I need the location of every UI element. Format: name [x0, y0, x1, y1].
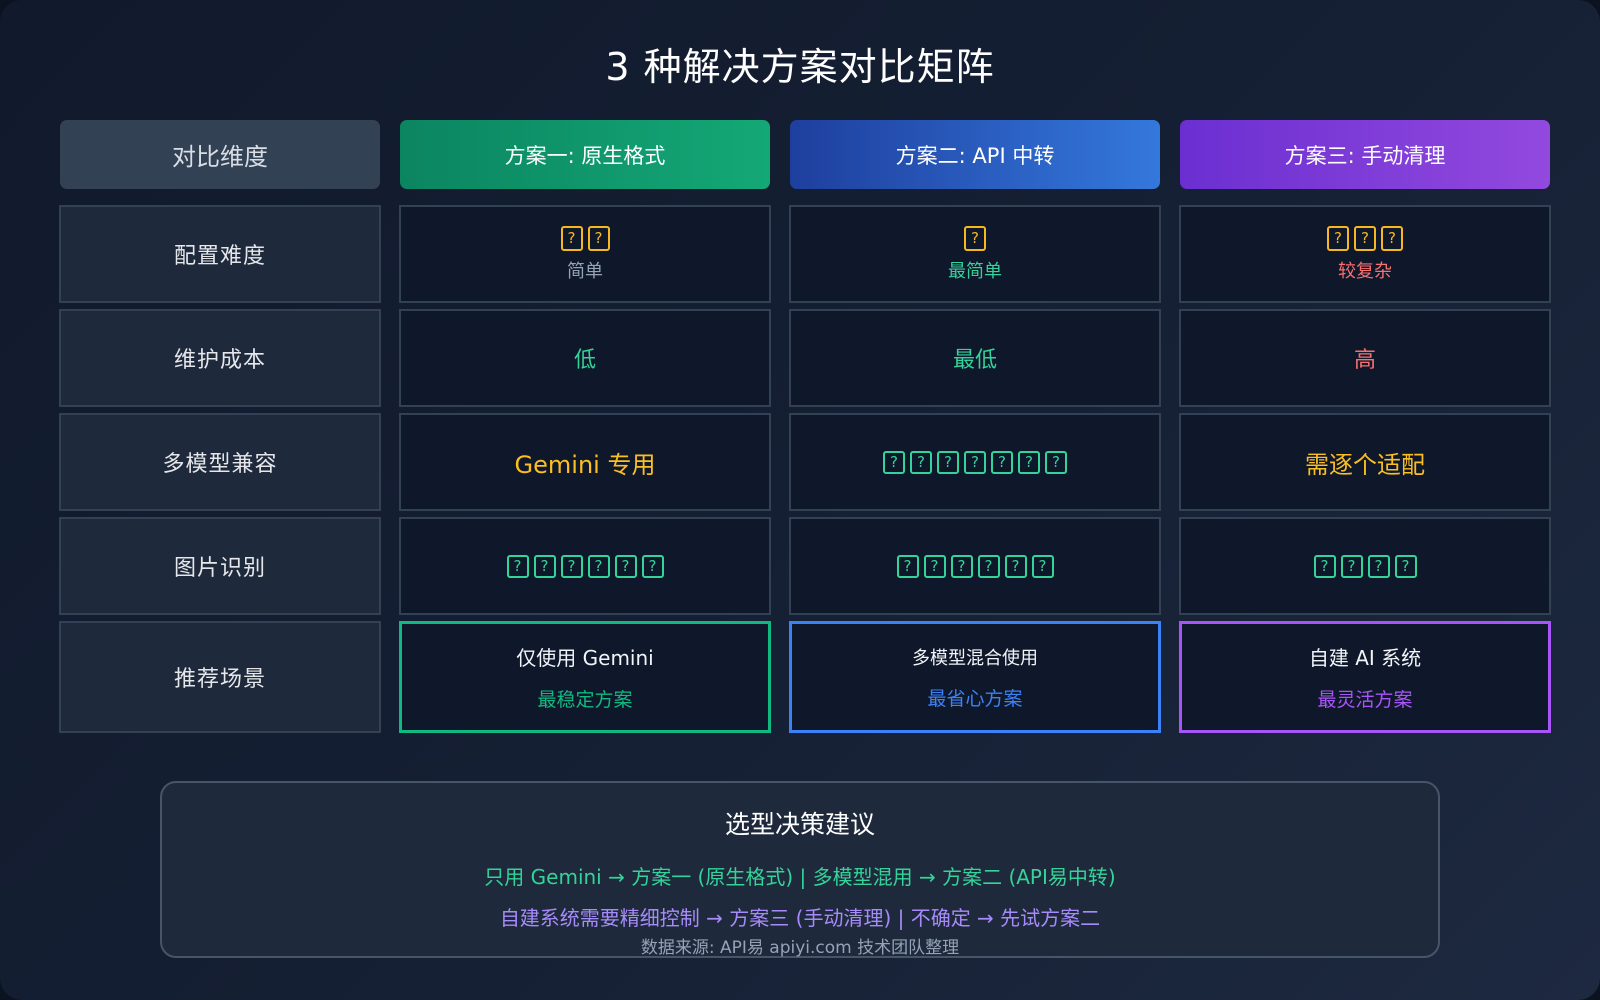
- scenario-tag: 最灵活方案: [1317, 689, 1413, 711]
- cell-config-plan-3: ? ? ? 较复杂: [1179, 205, 1551, 303]
- row-label-text: 图片识别: [173, 556, 266, 581]
- cell-image-plan-1: ? ? ? ? ? ?: [399, 517, 771, 615]
- maintenance-text: 最低: [952, 348, 997, 373]
- advice-line-2: 自建系统需要精细控制 → 方案三 (手动清理) | 不确定 → 先试方案二: [499, 906, 1101, 930]
- image-glyphs: ? ? ? ? ? ?: [896, 554, 1054, 578]
- missing-glyph-icon: ?: [533, 554, 556, 578]
- row-label-text: 配置难度: [173, 244, 266, 269]
- missing-glyph-icon: ?: [1381, 225, 1403, 251]
- missing-glyph-icon: ?: [614, 554, 637, 578]
- row-label-text: 多模型兼容: [162, 452, 278, 477]
- scenario-text: 多模型混合使用: [912, 647, 1038, 669]
- data-source-note: 数据来源: API易 apiyi.com 技术团队整理: [640, 938, 960, 958]
- missing-glyph-icon: ?: [506, 554, 529, 578]
- header-dimension: 对比维度: [60, 120, 380, 189]
- row-label-image-recognition: 图片识别: [59, 517, 381, 615]
- header-plan-2: 方案二: API 中转: [790, 120, 1160, 189]
- missing-glyph-icon: ?: [1018, 450, 1040, 474]
- advice-line-1: 只用 Gemini → 方案一 (原生格式) | 多模型混用 → 方案二 (AP…: [484, 865, 1116, 889]
- row-label-multi-model: 多模型兼容: [59, 413, 381, 511]
- cell-recommend-plan-2: 多模型混合使用 最省心方案: [789, 621, 1161, 733]
- cell-image-plan-2: ? ? ? ? ? ?: [789, 517, 1161, 615]
- row-label-recommended: 推荐场景: [59, 621, 381, 733]
- missing-glyph-icon: ?: [560, 225, 583, 251]
- cell-config-plan-1: ? ? 简单: [399, 205, 771, 303]
- maintenance-text: 低: [573, 348, 596, 373]
- difficulty-text: 简单: [567, 260, 603, 282]
- advice-heading: 选型决策建议: [724, 810, 875, 839]
- missing-glyph-icon: ?: [641, 554, 664, 578]
- missing-glyph-icon: ?: [587, 554, 610, 578]
- decision-advice-panel: 选型决策建议 只用 Gemini → 方案一 (原生格式) | 多模型混用 → …: [160, 781, 1440, 958]
- missing-glyph-icon: ?: [1004, 554, 1027, 578]
- header-plan-1: 方案一: 原生格式: [400, 120, 770, 189]
- difficulty-rating: ? ?: [560, 225, 610, 251]
- cell-multimodel-plan-3: 需逐个适配: [1179, 413, 1551, 511]
- compat-text: Gemini 专用: [514, 450, 656, 479]
- difficulty-rating: ?: [964, 225, 986, 251]
- cell-recommend-plan-1: 仅使用 Gemini 最稳定方案: [399, 621, 771, 733]
- missing-glyph-icon: ?: [964, 225, 986, 251]
- cell-config-plan-2: ? 最简单: [789, 205, 1161, 303]
- missing-glyph-icon: ?: [1313, 554, 1336, 578]
- compat-text: 需逐个适配: [1305, 450, 1425, 479]
- missing-glyph-icon: ?: [1367, 554, 1390, 578]
- row-label-maintenance-cost: 维护成本: [59, 309, 381, 407]
- missing-glyph-icon: ?: [977, 554, 1000, 578]
- cell-recommend-plan-3: 自建 AI 系统 最灵活方案: [1179, 621, 1551, 733]
- missing-glyph-icon: ?: [1045, 450, 1067, 474]
- cell-image-plan-3: ? ? ? ?: [1179, 517, 1551, 615]
- missing-glyph-icon: ?: [1354, 225, 1376, 251]
- maintenance-text: 高: [1353, 348, 1376, 373]
- missing-glyph-icon: ?: [1340, 554, 1363, 578]
- missing-glyph-icon: ?: [883, 450, 905, 474]
- difficulty-rating: ? ? ?: [1327, 225, 1403, 251]
- compat-glyphs: ? ? ? ? ? ? ?: [883, 450, 1067, 474]
- page-title: 3 种解决方案对比矩阵: [605, 45, 995, 89]
- cell-multimodel-plan-1: Gemini 专用: [399, 413, 771, 511]
- header-plan-3: 方案三: 手动清理: [1180, 120, 1550, 189]
- difficulty-text: 最简单: [948, 260, 1002, 282]
- image-glyphs: ? ? ? ? ? ?: [506, 554, 664, 578]
- missing-glyph-icon: ?: [950, 554, 973, 578]
- cell-maintenance-plan-3: 高: [1179, 309, 1551, 407]
- missing-glyph-icon: ?: [937, 450, 959, 474]
- cell-maintenance-plan-2: 最低: [789, 309, 1161, 407]
- missing-glyph-icon: ?: [991, 450, 1013, 474]
- cell-maintenance-plan-1: 低: [399, 309, 771, 407]
- row-label-text: 推荐场景: [173, 667, 266, 692]
- cell-multimodel-plan-2: ? ? ? ? ? ? ?: [789, 413, 1161, 511]
- scenario-tag: 最省心方案: [927, 687, 1023, 710]
- image-glyphs: ? ? ? ?: [1313, 554, 1417, 578]
- scenario-text: 自建 AI 系统: [1308, 646, 1422, 670]
- missing-glyph-icon: ?: [964, 450, 986, 474]
- scenario-text: 仅使用 Gemini: [516, 646, 654, 670]
- row-label-text: 维护成本: [173, 348, 266, 373]
- missing-glyph-icon: ?: [587, 225, 610, 251]
- missing-glyph-icon: ?: [910, 450, 932, 474]
- missing-glyph-icon: ?: [923, 554, 946, 578]
- difficulty-text: 较复杂: [1338, 260, 1392, 282]
- missing-glyph-icon: ?: [1031, 554, 1054, 578]
- missing-glyph-icon: ?: [1327, 225, 1349, 251]
- missing-glyph-icon: ?: [896, 554, 919, 578]
- row-label-config-difficulty: 配置难度: [59, 205, 381, 303]
- scenario-tag: 最稳定方案: [537, 689, 633, 711]
- missing-glyph-icon: ?: [1394, 554, 1417, 578]
- missing-glyph-icon: ?: [560, 554, 583, 578]
